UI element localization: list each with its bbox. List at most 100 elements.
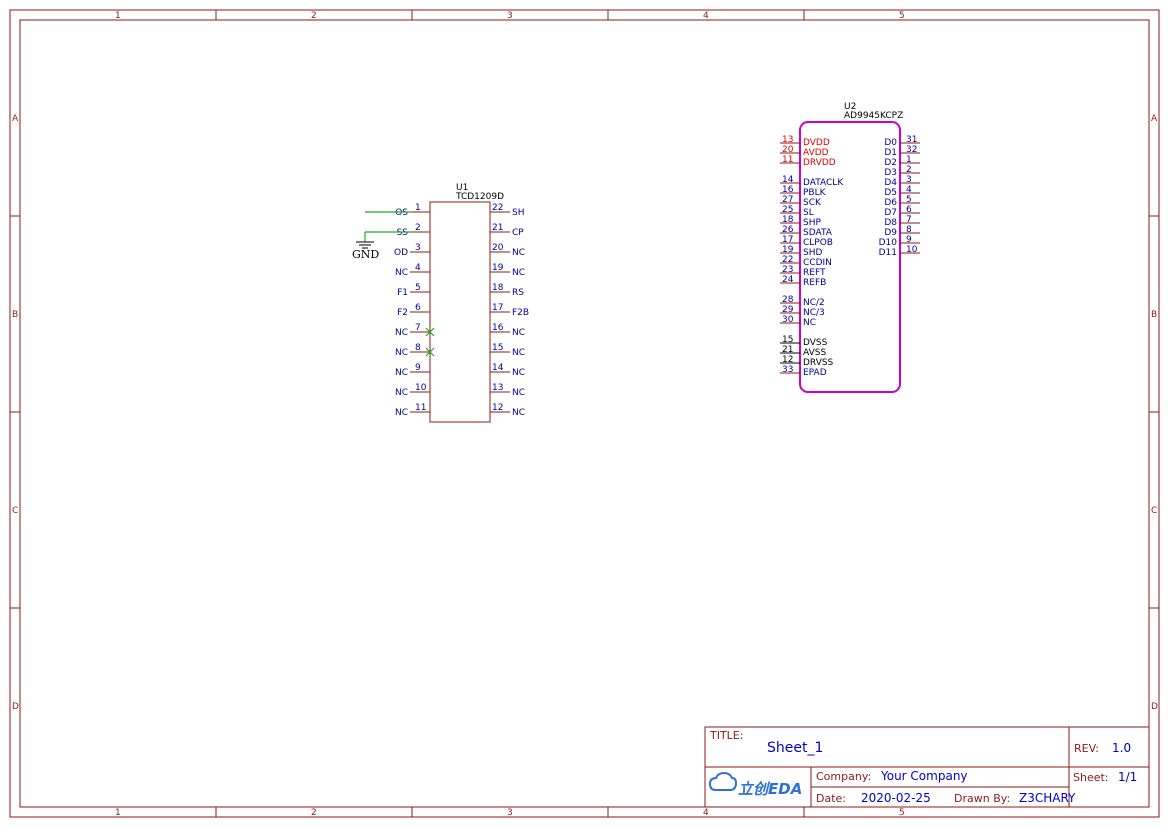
u1-part-number: TCD1209D: [455, 192, 504, 202]
pin-name: D5: [884, 188, 897, 198]
pin-number: 24: [782, 275, 794, 285]
pin-name: NC: [512, 388, 525, 398]
component-u1[interactable]: U1 TCD1209D 1OS2SS3OD4NC5F16F27NC8NC9NC1…: [394, 183, 529, 423]
u1-body[interactable]: [429, 201, 491, 423]
pin-number: 15: [492, 343, 503, 353]
title-label: TITLE:: [709, 729, 743, 742]
zone-col-label: 4: [703, 11, 709, 21]
pin-name: NC/3: [803, 308, 825, 318]
pin-name: REFB: [803, 278, 826, 288]
zone-row-label: B: [12, 310, 18, 320]
pin-name: NC: [395, 408, 408, 418]
pin-name: NC: [512, 348, 525, 358]
pin-number: 9: [906, 235, 912, 245]
pin-number: 12: [782, 355, 793, 365]
pin-number: 20: [782, 145, 794, 155]
pin-name: SDATA: [803, 228, 833, 238]
pin-name: EPAD: [803, 368, 827, 378]
pin-name: RS: [512, 288, 524, 298]
pin-number: 2: [906, 165, 912, 175]
pin-name: F1: [397, 288, 408, 298]
zone-row-label: D: [12, 702, 19, 712]
pin-name: DVDD: [803, 138, 830, 148]
pin-number: 1: [906, 155, 912, 165]
title-block: TITLE: Sheet_1 REV: 1.0 立创EDA Company: Y…: [704, 726, 1150, 808]
date-label: Date:: [816, 792, 846, 805]
pin-number: 8: [906, 225, 912, 235]
pin-name: PBLK: [803, 188, 827, 198]
sheet-value: 1/1: [1118, 770, 1137, 784]
gnd-symbol[interactable]: GND: [352, 241, 379, 261]
company-label: Company:: [816, 770, 871, 783]
u2-part-number: AD9945KCPZ: [844, 111, 903, 121]
pin-number: 7: [415, 323, 421, 333]
pin-name: F2: [397, 308, 408, 318]
zone-row-label: D: [1151, 702, 1158, 712]
logo-text: 立创EDA: [738, 780, 802, 798]
pin-name: D3: [884, 168, 897, 178]
pin-number: 17: [782, 235, 793, 245]
pin-number: 10: [415, 383, 427, 393]
zone-row-label: B: [1151, 310, 1157, 320]
pin-number: 3: [415, 243, 421, 253]
pin-name: OS: [395, 208, 408, 218]
pin-number: 2: [415, 223, 421, 233]
pin-number: 27: [782, 195, 793, 205]
pin-name: D8: [884, 218, 897, 228]
pin-name: AVDD: [803, 148, 829, 158]
rev-label: REV:: [1074, 742, 1099, 755]
u2-body[interactable]: [799, 121, 901, 393]
u1-refdes: U1: [456, 183, 468, 193]
pin-name: AVSS: [803, 348, 826, 358]
pin-number: 1: [415, 203, 421, 213]
u2-refdes: U2: [844, 102, 856, 112]
pin-number: 22: [492, 203, 503, 213]
pin-name: D1: [884, 148, 897, 158]
pin-name: D9: [884, 228, 897, 238]
date-value: 2020-02-25: [861, 791, 931, 805]
pin-name: D2: [884, 158, 897, 168]
pin-name: SL: [803, 208, 814, 218]
pin-number: 16: [782, 185, 794, 195]
pin-name: NC: [512, 268, 525, 278]
pin-number: 26: [782, 225, 794, 235]
pin-name: NC: [395, 368, 408, 378]
zone-row-label: A: [12, 114, 19, 124]
zone-col-label: 1: [115, 11, 121, 21]
pin-number: 28: [782, 295, 794, 305]
zone-col-label: 1: [115, 808, 121, 818]
zone-col-label: 3: [507, 808, 513, 818]
pin-number: 19: [782, 245, 794, 255]
pin-number: 9: [415, 363, 421, 373]
pin-number: 11: [782, 155, 793, 165]
pin-number: 10: [906, 245, 918, 255]
pin-name: NC: [512, 248, 525, 258]
pin-name: REFT: [803, 268, 826, 278]
pin-name: CCDIN: [803, 258, 832, 268]
pin-number: 21: [492, 223, 503, 233]
pin-name: NC: [512, 368, 525, 378]
pin-name: SCK: [803, 198, 822, 208]
pin-name: SH: [512, 208, 524, 218]
pin-number: 23: [782, 265, 793, 275]
pin-number: 14: [492, 363, 504, 373]
wire-ss-gnd[interactable]: [364, 231, 412, 242]
drawn-by-value: Z3CHARY: [1019, 791, 1076, 805]
pin-number: 33: [782, 365, 793, 375]
pin-number: 19: [492, 263, 504, 273]
drawn-by-label: Drawn By:: [954, 792, 1010, 805]
pin-name: D10: [879, 238, 898, 248]
pin-number: 18: [492, 283, 504, 293]
pin-number: 3: [906, 175, 912, 185]
pin-name: OD: [394, 248, 408, 258]
pin-name: NC: [803, 318, 816, 328]
pin-name: SHP: [803, 218, 821, 228]
easyeda-logo: 立创EDA: [708, 771, 802, 798]
pin-name: NC: [512, 328, 525, 338]
pin-number: 18: [782, 215, 794, 225]
